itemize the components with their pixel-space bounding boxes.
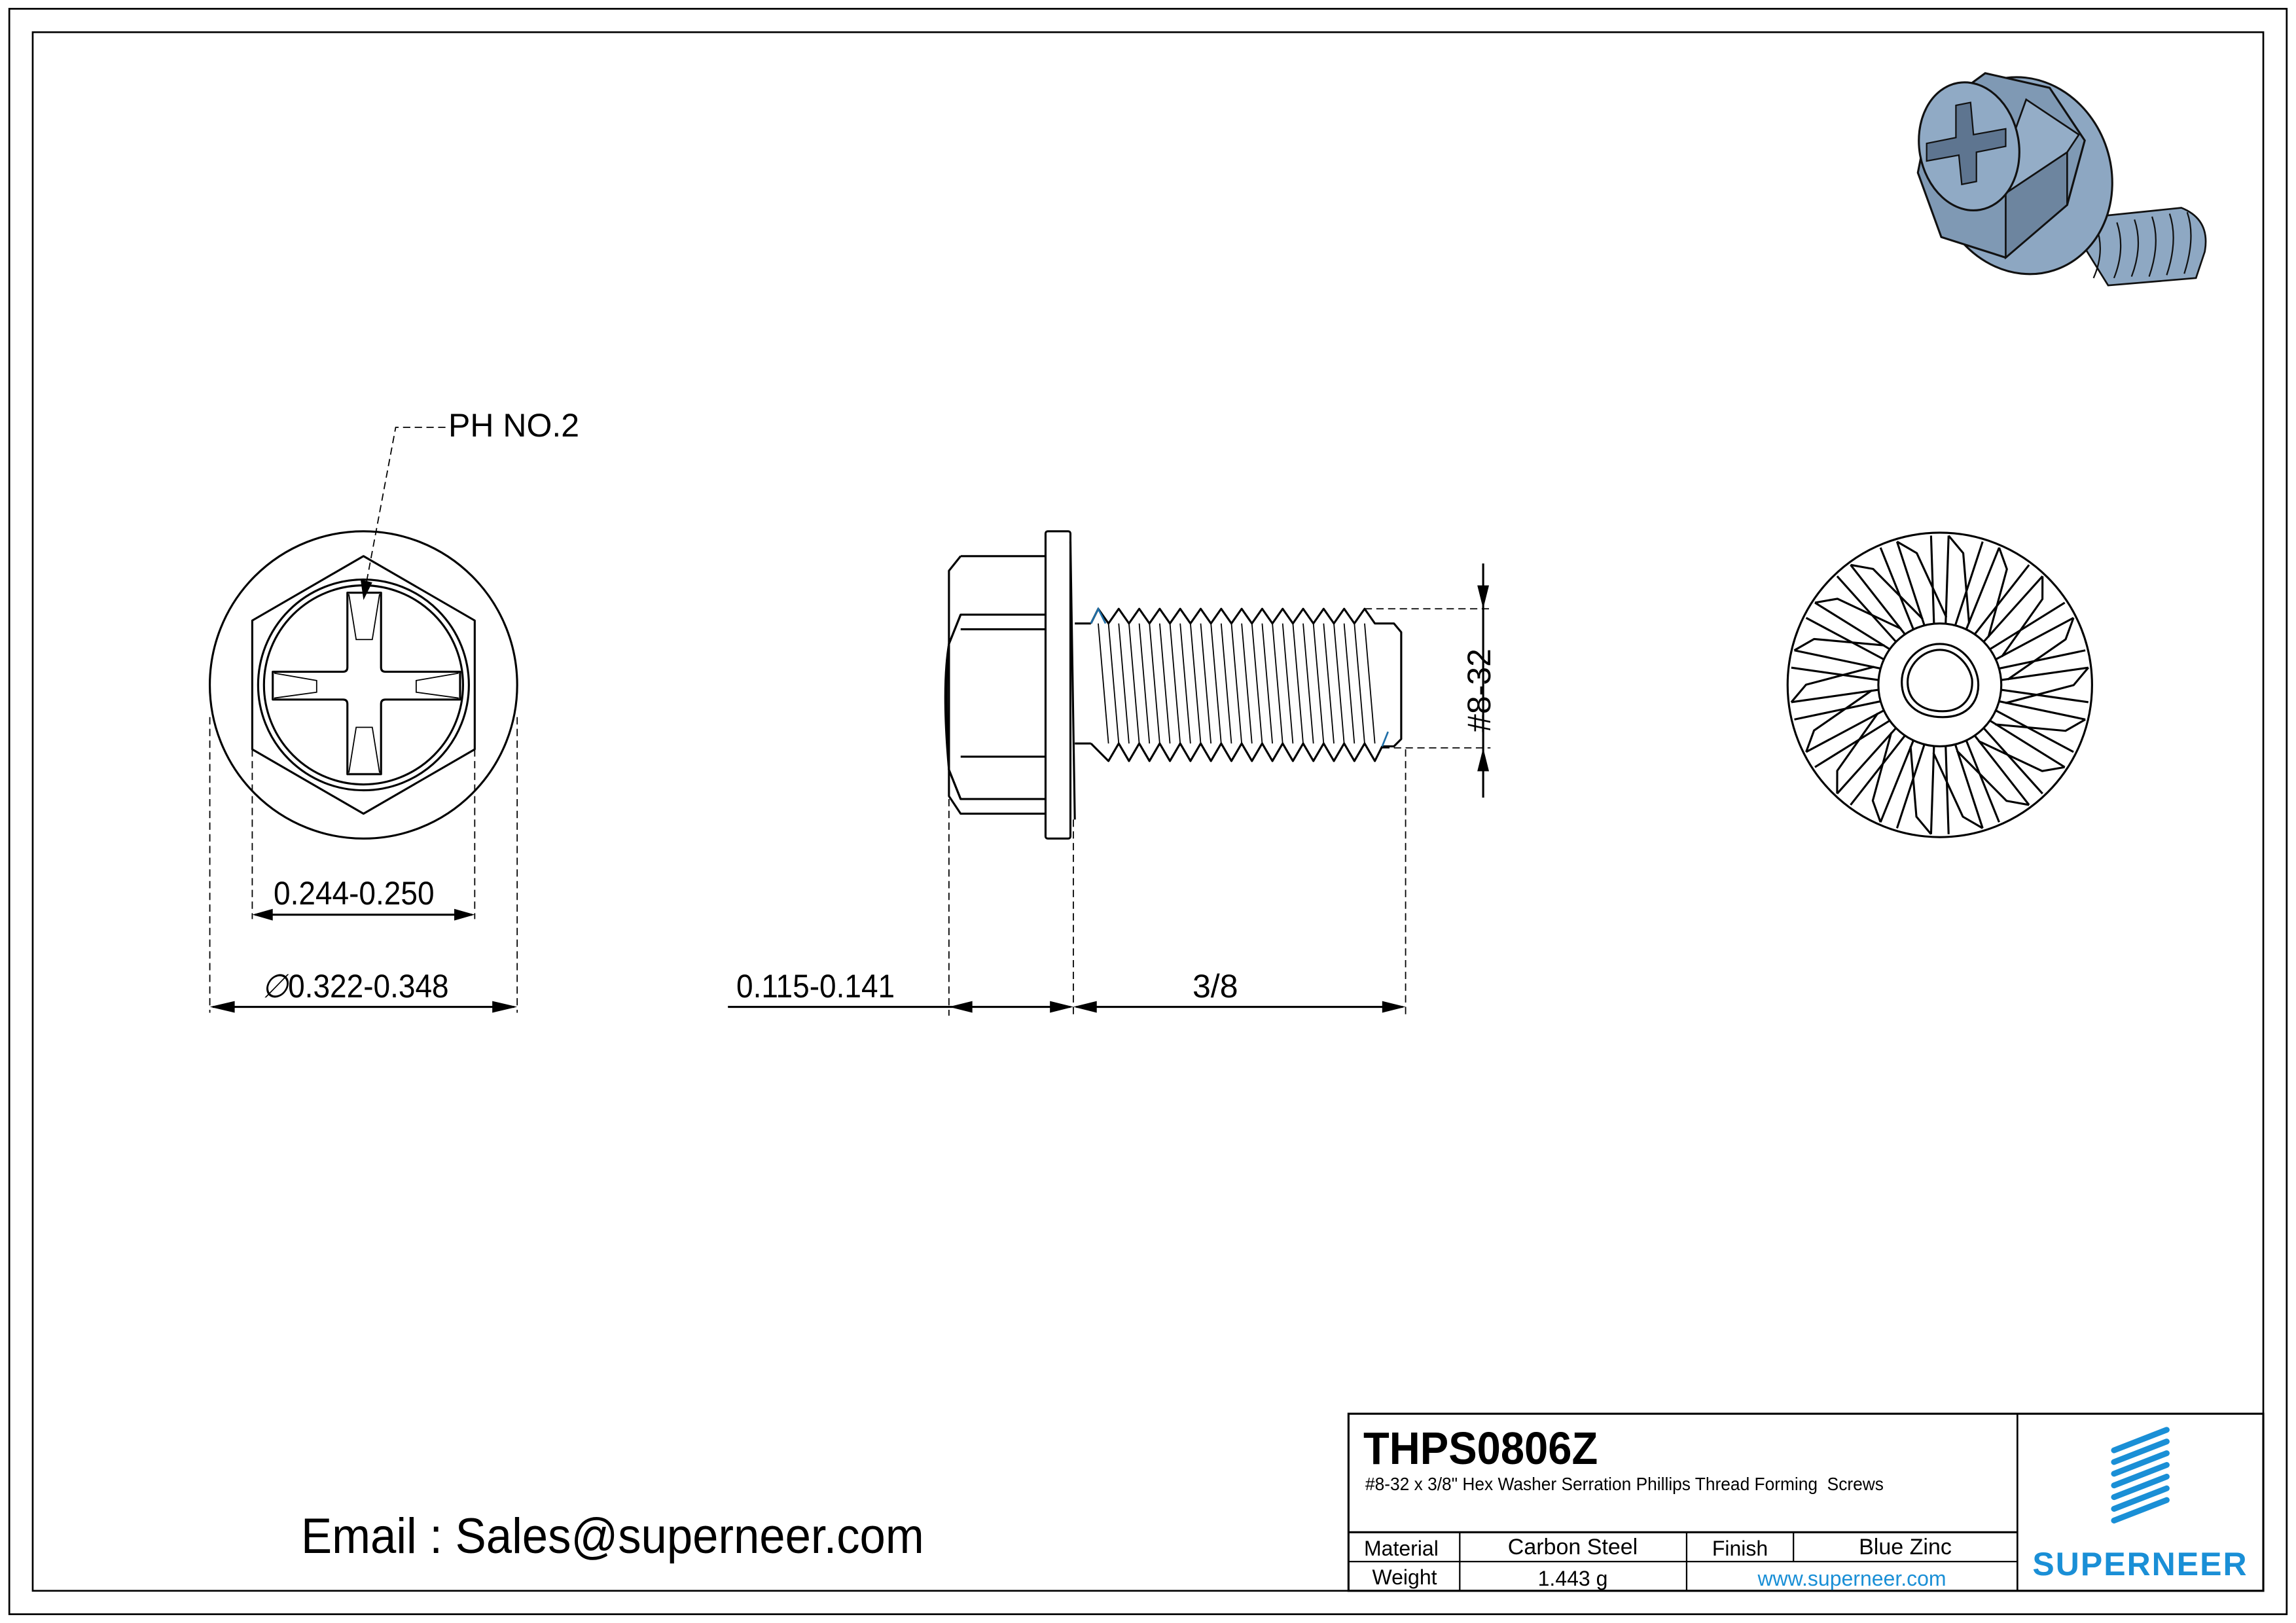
title-block [1347, 1412, 2265, 1592]
finish-value: Blue Zinc [1859, 1535, 1952, 1560]
dim-hex-across-flats: 0.244-0.250 [274, 875, 435, 912]
recess-callout-label: PH NO.2 [448, 407, 580, 444]
finish-label: Finish [1712, 1537, 1768, 1560]
part-description: #8-32 x 3/8" Hex Washer Serration Philli… [1365, 1474, 1884, 1494]
part-number: THPS0806Z [1363, 1423, 1598, 1474]
superneer-logo-icon [2111, 1427, 2170, 1524]
drawing-frame [31, 31, 2265, 1592]
isometric-render [1916, 72, 2207, 287]
diameter-symbol-icon: ∅ [262, 968, 289, 1005]
website-link[interactable]: www.superneer.com [1757, 1567, 1946, 1590]
sheet-outer-border [8, 8, 2288, 1615]
top-view [208, 427, 518, 1013]
bottom-view [1786, 531, 2093, 838]
dim-washer-diameter: ∅0.322-0.348 [262, 970, 449, 1003]
material-label: Material [1364, 1537, 1439, 1560]
dim-thread-size: #8-32 [1461, 649, 1498, 732]
dim-washer-diameter-value: 0.322-0.348 [288, 968, 449, 1005]
weight-value: 1.443 g [1537, 1567, 1608, 1590]
dim-head-height: 0.115-0.141 [736, 968, 895, 1005]
phillips-recess-icon [272, 592, 461, 776]
dim-length: 3/8 [1193, 968, 1238, 1005]
material-value: Carbon Steel [1507, 1535, 1638, 1560]
weight-label: Weight [1372, 1565, 1437, 1589]
brand-wordmark: SUPERNEER [2032, 1546, 2248, 1582]
contact-email: Email : Sales@superneer.com [301, 1508, 924, 1564]
side-view [728, 530, 1491, 1016]
